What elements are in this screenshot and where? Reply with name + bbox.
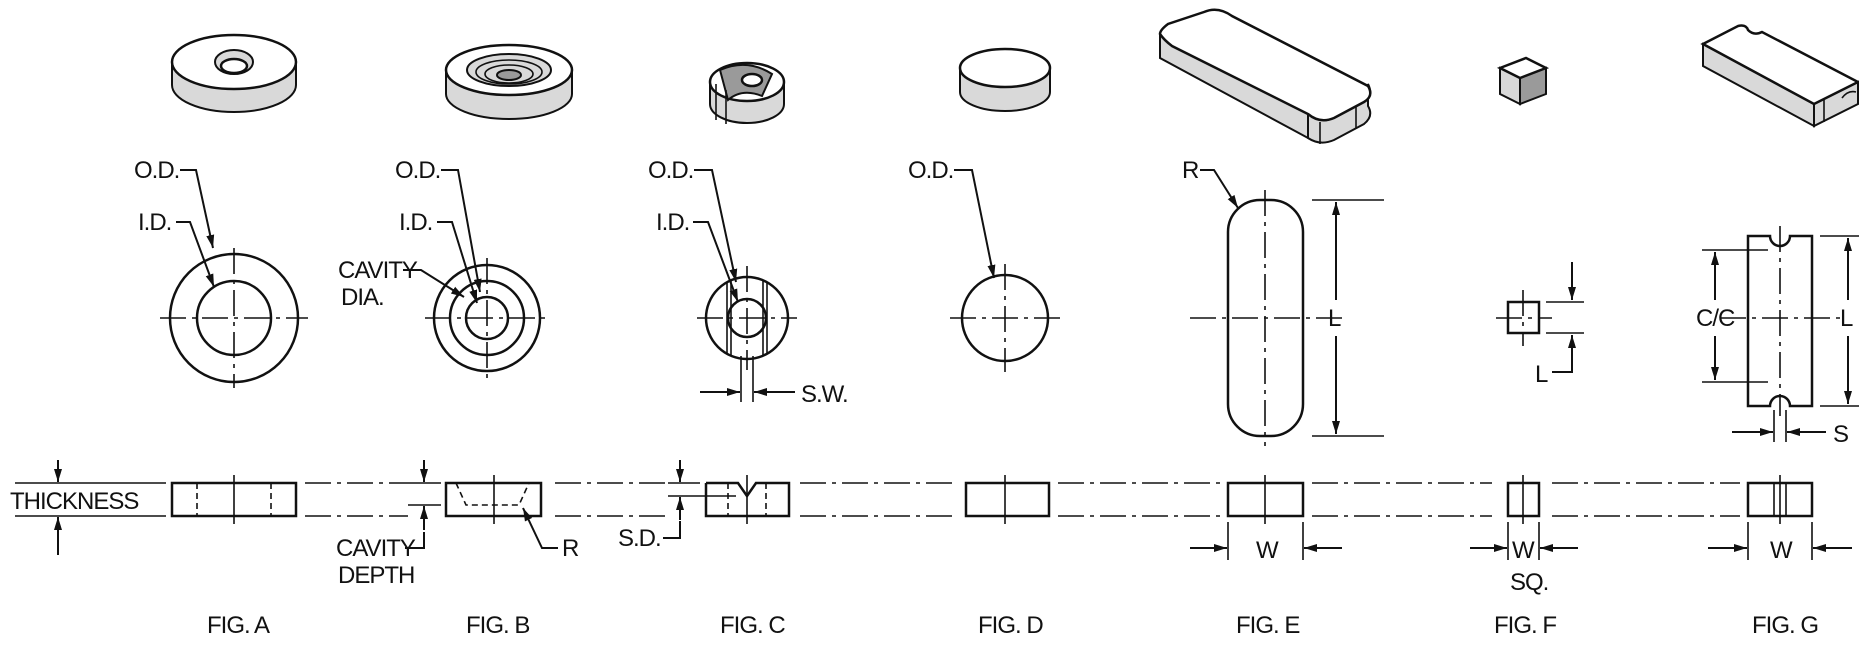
fig-d-od-label: O.D. [908, 157, 953, 184]
fig-g-caption: FIG. G [1752, 612, 1818, 639]
fig-c: O.D. I.D. S.W. S.D. FIG. C [618, 61, 849, 639]
fig-a-caption: FIG. A [207, 612, 270, 639]
fig-e-w-label: W [1256, 537, 1279, 564]
fig-g-l-label: L [1840, 305, 1853, 332]
fig-c-caption: FIG. C [720, 612, 785, 639]
fig-e: R L W FIG. E [1158, 8, 1384, 639]
fig-f-side-view [1506, 475, 1541, 524]
fig-e-r-label: R [1182, 157, 1199, 184]
fig-e-caption: FIG. E [1236, 612, 1299, 639]
fig-e-side-view [1226, 475, 1305, 524]
fig-e-front-view [1190, 190, 1342, 446]
fig-a-side-view [170, 475, 298, 524]
fig-a-front-view [160, 248, 308, 388]
fig-d-isometric-view [958, 47, 1052, 112]
fig-f-l-label: L [1535, 361, 1548, 388]
fig-c-id-label: I.D. [656, 209, 689, 236]
fig-b-cavity-depth-label-1: CAVITY [336, 535, 416, 562]
fig-f: L W SQ. FIG. F [1470, 56, 1584, 639]
fig-g-cc-label: C/C [1696, 305, 1735, 332]
fig-f-isometric-view [1496, 56, 1550, 106]
thickness-label: THICKNESS [10, 488, 138, 515]
fig-b-r-label: R [562, 535, 579, 562]
fig-d-front-view [950, 264, 1060, 372]
fig-c-sw-label: S.W. [801, 381, 848, 408]
fig-b-cavity-depth-label-2: DEPTH [338, 562, 414, 589]
fig-g-w-label: W [1770, 537, 1793, 564]
fig-b-front-view [425, 258, 549, 378]
fig-g-side-view [1746, 475, 1814, 524]
fig-f-caption: FIG. F [1494, 612, 1556, 639]
fig-a-od-label: O.D. [134, 157, 179, 184]
fig-d-side-view [964, 475, 1051, 524]
fig-b-isometric-view [444, 43, 574, 120]
fig-c-sd-label: S.D. [618, 525, 661, 552]
fig-b-side-view [444, 475, 543, 524]
fig-g-s-label: S [1833, 421, 1848, 448]
fig-e-isometric-view [1158, 8, 1372, 144]
fig-g-isometric-view [1700, 24, 1859, 128]
fig-c-isometric-view [708, 61, 786, 124]
fig-b-id-label: I.D. [399, 209, 432, 236]
side-view-chain-lines [305, 482, 1740, 517]
fig-f-front-view [1496, 290, 1552, 346]
fig-c-od-label: O.D. [648, 157, 693, 184]
fig-b: O.D. I.D. CAVITY DIA. CAVITY DEPTH R FIG… [336, 43, 580, 639]
fig-b-cavity-dia-label-2: DIA. [341, 284, 384, 311]
fig-b-od-label: O.D. [395, 157, 440, 184]
fig-a-id-label: I.D. [138, 209, 171, 236]
fig-f-w-label: W [1512, 537, 1535, 564]
fig-c-front-view [697, 266, 797, 370]
fig-c-side-view [704, 475, 791, 524]
fig-a-isometric-view [170, 33, 298, 113]
fig-g-front-view [1720, 226, 1840, 416]
fig-a: O.D. I.D. THICKNESS FIG. A [10, 33, 308, 639]
fig-f-sq-label: SQ. [1510, 569, 1548, 596]
fig-d-caption: FIG. D [978, 612, 1043, 639]
fig-b-caption: FIG. B [466, 612, 529, 639]
fig-d: O.D. FIG. D [908, 47, 1060, 639]
fig-g: C/C L S W FIG. G [1696, 24, 1859, 639]
fig-e-l-label: L [1328, 305, 1341, 332]
